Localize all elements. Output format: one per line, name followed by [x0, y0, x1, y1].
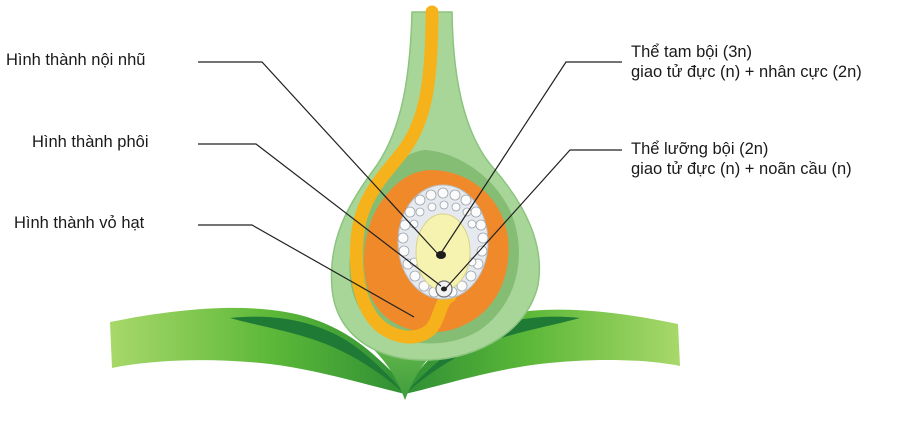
label-triploid-formula: giao tử đực (n) + nhân cực (2n) — [631, 63, 862, 82]
label-diploid-title: Thể lưỡng bội (2n) — [631, 140, 768, 159]
label-embryo-formation: Hình thành phôi — [32, 133, 149, 152]
label-seed-coat-formation: Hình thành vỏ hạt — [14, 214, 144, 233]
label-triploid-title: Thể tam bội (3n) — [631, 43, 752, 62]
label-endosperm-formation: Hình thành nội nhũ — [6, 51, 145, 70]
label-diploid-formula: giao tử đực (n) + noãn cầu (n) — [631, 160, 852, 179]
